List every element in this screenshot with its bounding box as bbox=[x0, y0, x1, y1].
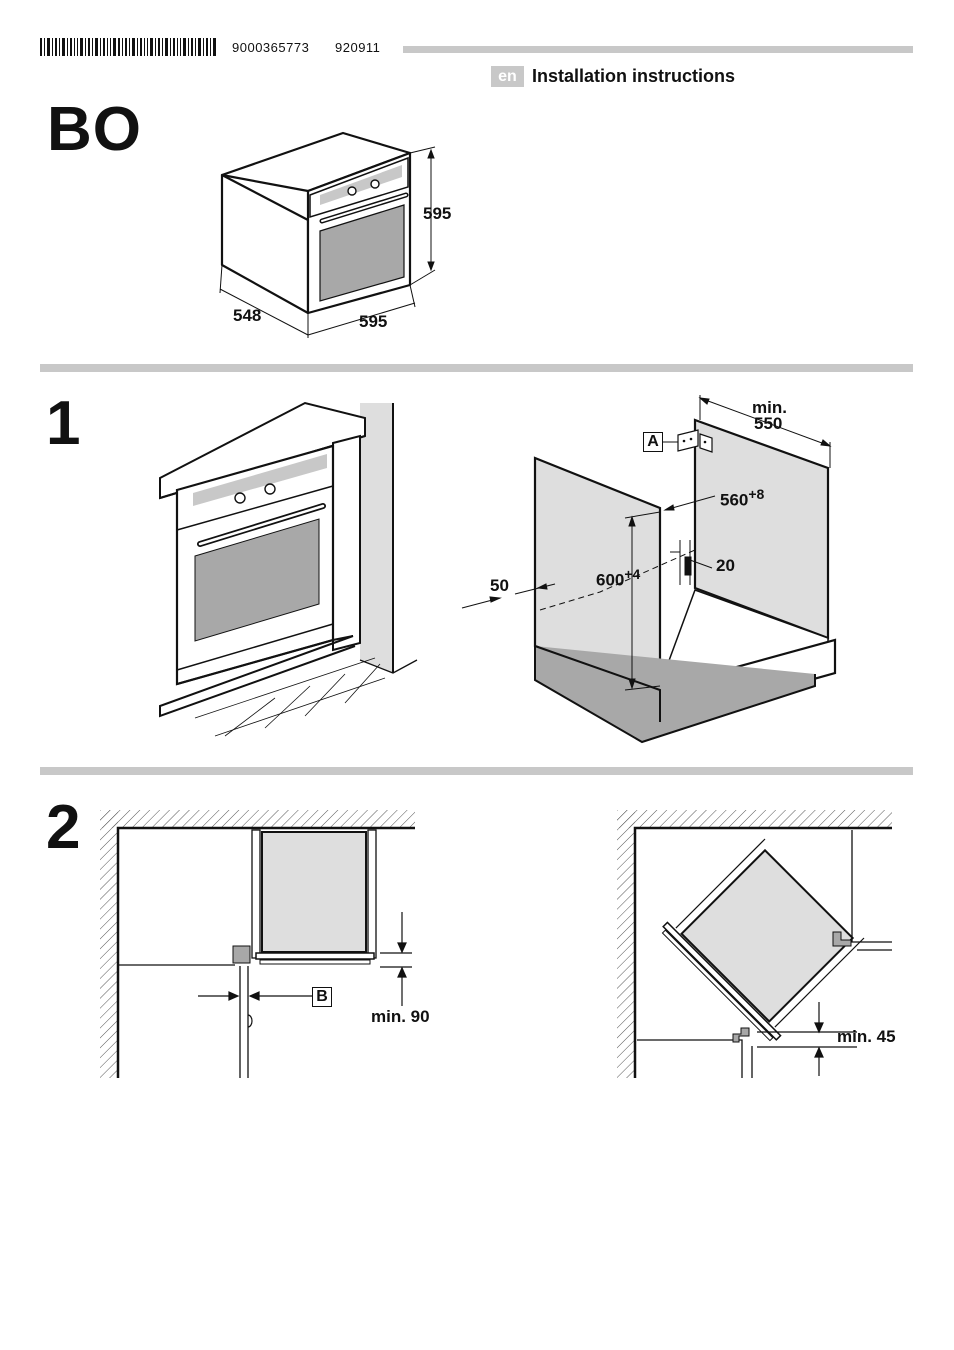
barcode bbox=[40, 38, 216, 56]
section-divider-2 bbox=[40, 767, 913, 775]
installed-oven-drawing bbox=[159, 401, 418, 737]
oven-width-dimension: 595 bbox=[359, 312, 388, 331]
language-badge: en bbox=[491, 66, 524, 87]
niche-height-tolerance: +4 bbox=[624, 566, 641, 582]
top-view-straight-drawing bbox=[100, 810, 415, 1078]
section-divider-1 bbox=[40, 364, 913, 372]
niche-height-dimension: 600+4 bbox=[596, 566, 640, 591]
oven-dimensions-drawing bbox=[219, 131, 436, 338]
oven-depth-dimension: 548 bbox=[233, 306, 262, 325]
min-90-dimension: min. 90 bbox=[371, 1007, 430, 1026]
min-depth-label: min. bbox=[752, 398, 787, 417]
document-number: 9000365773 bbox=[232, 40, 310, 55]
niche-height-value: 600 bbox=[596, 570, 625, 590]
top-view-corner-drawing bbox=[617, 810, 892, 1078]
cabinet-niche-drawing bbox=[461, 395, 837, 744]
gap-50-dimension: 50 bbox=[490, 576, 509, 595]
header-rule bbox=[403, 46, 913, 53]
bracket-a-label: A bbox=[643, 432, 663, 452]
step-1-number: 1 bbox=[46, 389, 81, 458]
oven-height-dimension: 595 bbox=[423, 204, 452, 223]
min-45-dimension: min. 45 bbox=[837, 1027, 896, 1046]
step-2-number: 2 bbox=[46, 793, 81, 862]
gap-20-dimension: 20 bbox=[716, 556, 735, 575]
niche-width-tolerance: +8 bbox=[748, 486, 765, 502]
niche-width-value: 560 bbox=[720, 490, 749, 510]
model-name: BO bbox=[47, 95, 142, 164]
document-title: Installation instructions bbox=[532, 66, 736, 86]
document-code: 920911 bbox=[335, 40, 381, 55]
min-depth-value: 550 bbox=[754, 414, 783, 433]
niche-width-dimension: 560+8 bbox=[720, 486, 764, 511]
panel-b-label: B bbox=[312, 987, 332, 1007]
